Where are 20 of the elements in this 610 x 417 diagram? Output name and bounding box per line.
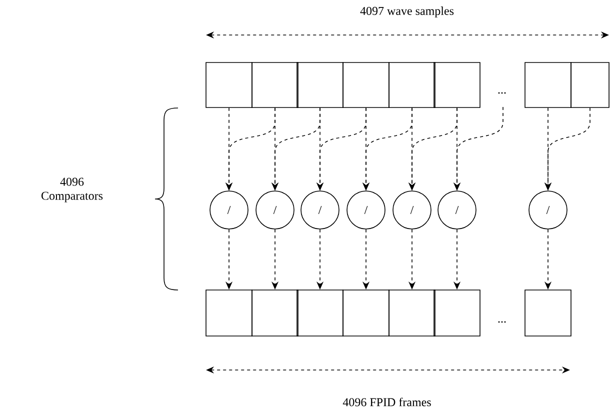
sample-box: [206, 62, 252, 108]
frame-box: [388, 290, 436, 336]
brace-label: 4096 Comparators: [42, 178, 103, 202]
ellipsis: ...: [498, 321, 506, 323]
frame-box: [434, 290, 480, 336]
sample-box: [388, 62, 436, 108]
ellipsis: ...: [498, 92, 506, 94]
frame-box: [342, 290, 390, 336]
sample-box: [524, 62, 572, 108]
frame-box: [524, 290, 572, 336]
dimension-label: 4096 FPID frames: [342, 398, 431, 406]
sample-box: [296, 62, 344, 108]
dimension-label: 4097 wave samples: [360, 6, 454, 18]
frame-box: [296, 290, 344, 336]
frame-box: [252, 290, 298, 336]
sample-box: [252, 62, 298, 108]
sample-box: [434, 62, 480, 108]
frame-box: [206, 290, 252, 336]
sample-box: [342, 62, 390, 108]
sample-box: [570, 62, 610, 108]
